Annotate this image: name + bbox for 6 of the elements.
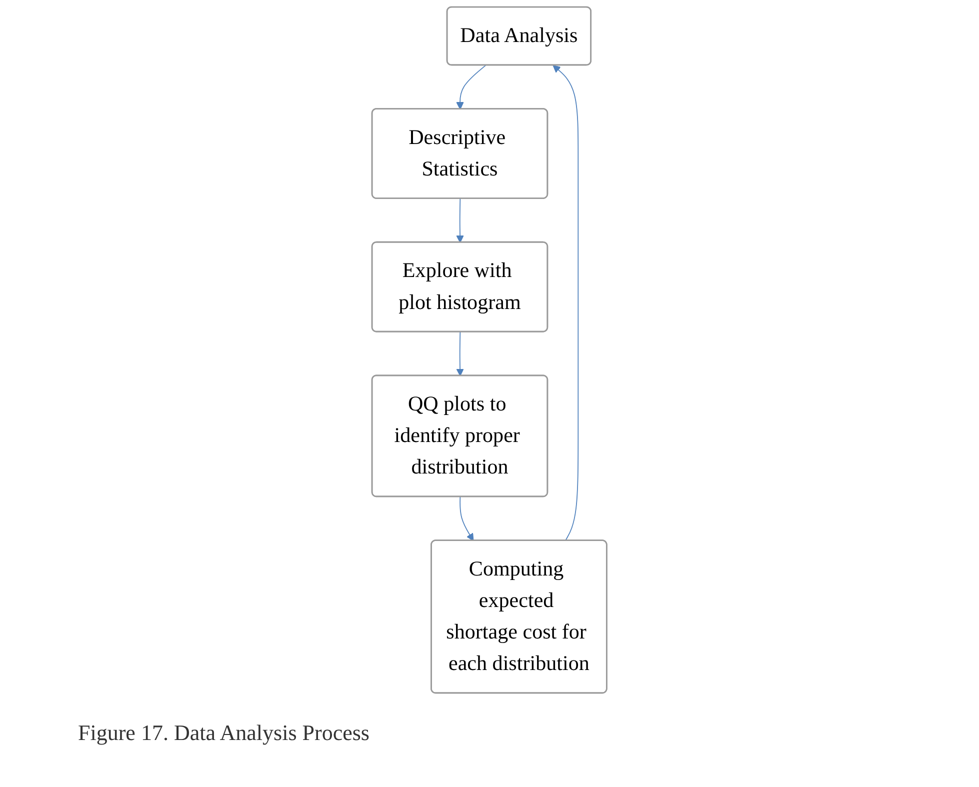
arrow bbox=[460, 496, 474, 542]
arrow bbox=[456, 198, 464, 243]
arrow bbox=[456, 64, 486, 110]
arrow bbox=[456, 332, 464, 376]
figure-caption: Figure 17. Data Analysis Process bbox=[78, 720, 370, 746]
arrow bbox=[552, 65, 579, 542]
